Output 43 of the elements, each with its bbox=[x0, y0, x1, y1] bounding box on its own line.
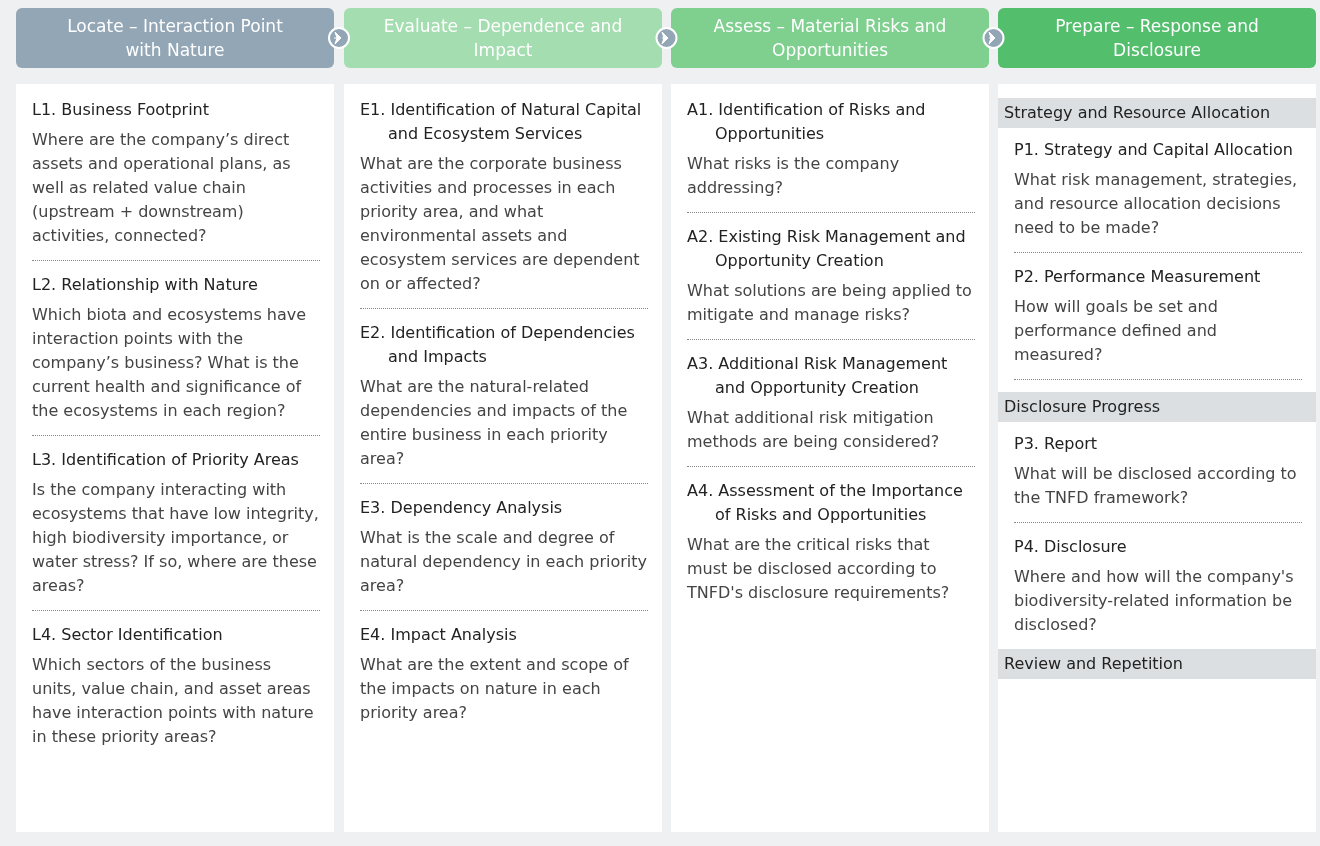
item-heading: P4. Disclosure bbox=[1014, 536, 1128, 558]
item-question: What are the critical risks that must be disclosed according to TNFD's disclosure requirements? bbox=[687, 534, 951, 604]
item-heading: P1. Strategy and Capital Allocation bbox=[1014, 139, 1294, 161]
step-header: Locate – Interaction Point with Nature bbox=[16, 8, 334, 68]
item-heading: P3. Report bbox=[1014, 433, 1099, 455]
item-heading: L4. Sector Identification bbox=[32, 624, 224, 646]
item-heading: E2. Identification of Dependencies and Impacts bbox=[360, 322, 636, 368]
item-question: What additional risk mitigation methods are being considered? bbox=[687, 407, 941, 453]
column-panel bbox=[998, 84, 1316, 832]
step-header: Prepare – Response and Disclosure bbox=[998, 8, 1316, 68]
item-heading: L3. Identification of Priority Areas bbox=[32, 449, 300, 471]
item-heading: E3. Dependency Analysis bbox=[360, 497, 564, 519]
item-heading: A4. Assessment of the Importance of Risks and Opportunities bbox=[687, 480, 964, 526]
item-heading: E1. Identification of Natural Capital and Ecosystem Services bbox=[360, 99, 643, 145]
item-question: What risks is the company addressing? bbox=[687, 153, 901, 199]
item-question: Which sectors of the business units, value chain, and asset areas have interaction points with nature in these priority areas? bbox=[32, 654, 315, 748]
item-question: Which biota and ecosystems have interaction points with the company’s business? What is the current health and significance of the ecosystems in each region? bbox=[32, 304, 308, 422]
item-heading: A2. Existing Risk Management and Opportunity Creation bbox=[687, 226, 967, 272]
item-heading: E4. Impact Analysis bbox=[360, 624, 518, 646]
item-question: Where are the company’s direct assets and operational plans, as well as related value chain (upstream + downstream) activities, connected? bbox=[32, 129, 292, 247]
item-question: What solutions are being applied to mitigate and manage risks? bbox=[687, 280, 973, 326]
step-header: Assess – Material Risks and Opportunities bbox=[671, 8, 989, 68]
item-question: Is the company interacting with ecosystems that have low integrity, high biodiversity importance, or water stress? If so, where are these areas? bbox=[32, 479, 320, 597]
item-heading: A3. Additional Risk Management and Opportunity Creation bbox=[687, 353, 949, 399]
item-heading: L1. Business Footprint bbox=[32, 99, 210, 121]
step-header: Evaluate – Dependence and Impact bbox=[344, 8, 662, 68]
item-question: What are the extent and scope of the impacts on nature in each priority area? bbox=[360, 654, 630, 724]
item-heading: P2. Performance Measurement bbox=[1014, 266, 1262, 288]
item-question: What are the corporate business activities and processes in each priority area, and what environmental assets and ecosystem services are dependent on or affected? bbox=[360, 153, 641, 295]
item-question: Where and how will the company's biodiversity-related information be disclosed? bbox=[1014, 566, 1295, 636]
section-band: Review and Repetition bbox=[998, 649, 1316, 679]
item-heading: L2. Relationship with Nature bbox=[32, 274, 259, 296]
item-question: What risk management, strategies, and resource allocation decisions need to be made? bbox=[1014, 169, 1299, 239]
item-question: What is the scale and degree of natural dependency in each priority area? bbox=[360, 527, 648, 597]
item-question: How will goals be set and performance defined and measured? bbox=[1014, 296, 1219, 366]
column-panel bbox=[671, 84, 989, 832]
column-panel bbox=[344, 84, 662, 832]
section-band: Strategy and Resource Allocation bbox=[998, 98, 1316, 128]
column-panel bbox=[16, 84, 334, 832]
item-heading: A1. Identification of Risks and Opportunities bbox=[687, 99, 927, 145]
item-question: What are the natural-related dependencies and impacts of the entire business in each priority area? bbox=[360, 376, 629, 470]
item-question: What will be disclosed according to the TNFD framework? bbox=[1014, 463, 1298, 509]
section-band: Disclosure Progress bbox=[998, 392, 1316, 422]
